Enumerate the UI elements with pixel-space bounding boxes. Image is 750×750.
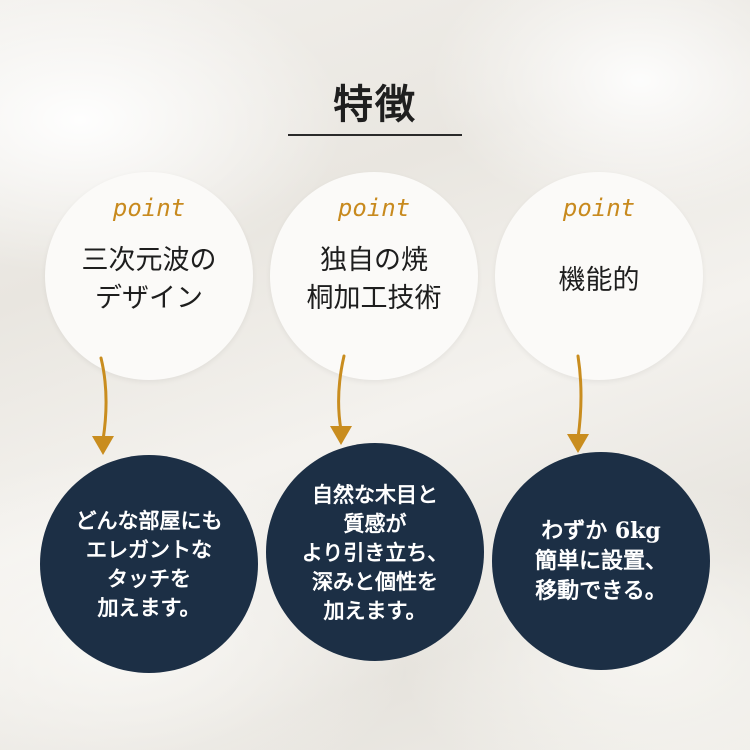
detail-text-2: 自然な木目と 質感が より引き立ち、 深みと個性を 加えます。	[302, 480, 449, 625]
arrow-3-line	[576, 354, 583, 440]
arrow-3-head-icon	[567, 434, 589, 453]
detail-2-line-5: 加えます。	[323, 597, 427, 623]
arrow-1-line	[99, 356, 108, 442]
point-label-1: point	[112, 194, 186, 222]
point-label-2: point	[337, 194, 411, 222]
feature-circle-3: point 機能的	[495, 172, 703, 380]
detail-3-line-2: 簡単に設置、	[534, 548, 667, 574]
detail-circle-2: 自然な木目と 質感が より引き立ち、 深みと個性を 加えます。	[266, 443, 484, 661]
detail-1-line-1: どんな部屋にも	[75, 508, 223, 533]
feature-heading-3-line-1: 機能的	[558, 265, 640, 296]
detail-circle-3: わずか 6kg 簡単に設置、 移動できる。	[492, 452, 710, 670]
feature-circle-2: point 独自の焼 桐加工技術	[270, 172, 478, 380]
feature-heading-2-line-1: 独自の焼	[320, 245, 428, 276]
section-title: 特徴	[333, 81, 417, 128]
detail-3-line-1: わずか 6kg	[541, 518, 661, 544]
feature-circle-1: point 三次元波の デザイン	[45, 172, 253, 380]
feature-heading-2-line-2: 桐加工技術	[306, 283, 442, 314]
detail-2-line-4: 深みと個性を	[312, 568, 438, 594]
detail-circle-1: どんな部屋にも エレガントな タッチを 加えます。	[40, 455, 258, 673]
point-label-3: point	[562, 194, 636, 222]
detail-1-line-4: 加えます。	[97, 595, 201, 620]
feature-heading-1-line-2: デザイン	[95, 283, 203, 314]
detail-1-line-3: タッチを	[107, 566, 191, 591]
title-underline	[288, 134, 462, 136]
feature-heading-3: 機能的	[495, 262, 703, 300]
feature-heading-1: 三次元波の デザイン	[45, 242, 253, 318]
detail-3-line-3: 移動できる。	[535, 578, 667, 604]
arrow-2-head-icon	[330, 426, 352, 445]
detail-1-line-2: エレガントな	[86, 537, 212, 562]
feature-heading-2: 独自の焼 桐加工技術	[270, 242, 478, 318]
detail-2-line-3: より引き立ち、	[301, 539, 449, 565]
detail-text-3: わずか 6kg 簡単に設置、 移動できる。	[535, 516, 667, 606]
detail-2-line-2: 質感が	[343, 510, 407, 536]
detail-text-1: どんな部屋にも エレガントな タッチを 加えます。	[76, 506, 223, 622]
arrow-2-line	[337, 354, 346, 432]
arrow-1-head-icon	[92, 436, 114, 455]
detail-2-line-1: 自然な木目と	[312, 481, 438, 507]
feature-heading-1-line-1: 三次元波の	[81, 245, 217, 276]
